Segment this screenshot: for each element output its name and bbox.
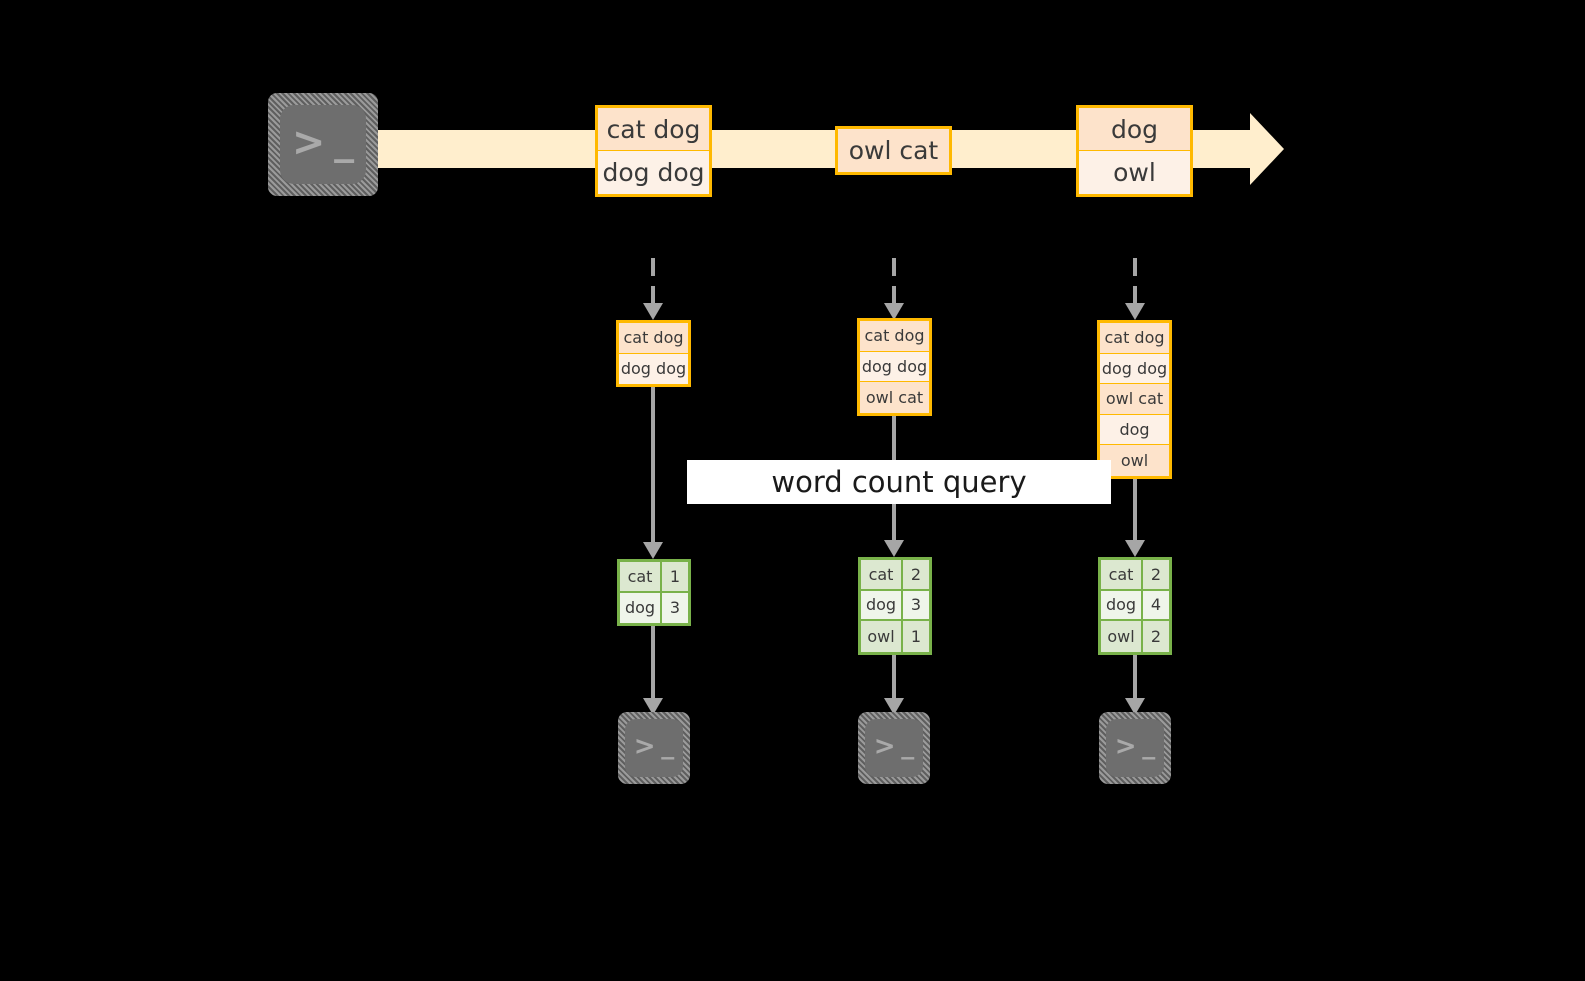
- logged-event[interactable]: dog: [1100, 414, 1169, 445]
- source-terminal-icon[interactable]: > _: [268, 93, 378, 196]
- prompt-chevron-glyph: >: [291, 119, 326, 166]
- result-word: cat: [861, 560, 903, 589]
- result-count: 3: [910, 595, 922, 615]
- result-count: 4: [1150, 595, 1162, 615]
- table-row[interactable]: cat 2: [861, 560, 929, 591]
- table-row[interactable]: dog 3: [861, 590, 929, 621]
- stream-event-group-2[interactable]: owl cat: [835, 126, 952, 175]
- table-row[interactable]: owl 1: [861, 621, 929, 652]
- terminal-screen: [865, 719, 923, 777]
- stream-event[interactable]: owl cat: [838, 129, 949, 172]
- snapshot-1-sink-connector: [635, 622, 671, 716]
- terminal-prompt: > _: [633, 730, 675, 762]
- logged-event[interactable]: cat dog: [1100, 323, 1169, 354]
- logged-event[interactable]: dog dog: [1100, 353, 1169, 384]
- stream-event-group-3[interactable]: dog owl: [1076, 105, 1193, 197]
- terminal-prompt: > _: [291, 117, 355, 166]
- terminal-screen: [625, 719, 683, 777]
- snapshot-1-result-table[interactable]: cat 1 dog 3: [617, 559, 691, 626]
- snapshot-3-event-log[interactable]: cat dog dog dog owl cat dog owl: [1097, 320, 1172, 479]
- table-row[interactable]: cat 1: [620, 562, 688, 593]
- table-row[interactable]: owl 2: [1101, 621, 1169, 652]
- query-banner-label: word count query: [771, 465, 1027, 499]
- prompt-underscore-glyph: _: [901, 730, 915, 761]
- result-count: 1: [910, 626, 922, 646]
- table-row[interactable]: cat 2: [1101, 560, 1169, 591]
- result-word: cat: [620, 562, 662, 591]
- table-row[interactable]: dog 3: [620, 592, 688, 623]
- query-banner: word count query: [687, 460, 1111, 504]
- logged-event[interactable]: owl cat: [1100, 384, 1169, 415]
- stream-to-snapshot-connector: [635, 258, 671, 320]
- result-word: owl: [861, 621, 903, 652]
- prompt-underscore-glyph: _: [661, 730, 675, 761]
- snapshot-2-sink-connector: [876, 651, 912, 716]
- event-stream-arrowhead: [1250, 113, 1284, 185]
- result-word: dog: [620, 592, 662, 623]
- snapshot-1-event-log[interactable]: cat dog dog dog: [616, 320, 691, 387]
- result-count: 1: [669, 566, 681, 586]
- snapshot-3-result-table[interactable]: cat 2 dog 4 owl 2: [1098, 557, 1172, 655]
- snapshot-1-sink-terminal-icon[interactable]: > _: [618, 712, 690, 784]
- result-count: 3: [669, 598, 681, 618]
- stream-event[interactable]: dog dog: [598, 151, 709, 194]
- result-word: dog: [1101, 590, 1143, 619]
- snapshot-2-result-table[interactable]: cat 2 dog 3 owl 1: [858, 557, 932, 655]
- prompt-underscore-glyph: _: [334, 117, 355, 164]
- terminal-prompt: > _: [1114, 730, 1156, 762]
- snapshot-2-sink-terminal-icon[interactable]: > _: [858, 712, 930, 784]
- stream-event[interactable]: cat dog: [598, 108, 709, 151]
- terminal-screen: [280, 105, 366, 184]
- result-count: 2: [910, 564, 922, 584]
- stream-to-snapshot-connector: [1117, 258, 1153, 320]
- snapshot-3-query-connector: [1117, 478, 1153, 558]
- prompt-chevron-glyph: >: [873, 731, 896, 762]
- result-word: cat: [1101, 560, 1143, 589]
- snapshot-3-sink-terminal-icon[interactable]: > _: [1099, 712, 1171, 784]
- stream-to-snapshot-connector: [876, 258, 912, 320]
- result-word: owl: [1101, 621, 1143, 652]
- prompt-underscore-glyph: _: [1142, 730, 1156, 761]
- result-count: 2: [1150, 626, 1162, 646]
- snapshot-1-query-connector: [635, 387, 671, 559]
- logged-event[interactable]: cat dog: [860, 321, 929, 352]
- logged-event[interactable]: owl cat: [860, 382, 929, 413]
- stream-event[interactable]: owl: [1079, 151, 1190, 194]
- logged-event[interactable]: dog dog: [860, 351, 929, 382]
- terminal-prompt: > _: [873, 730, 915, 762]
- result-count: 2: [1150, 564, 1162, 584]
- stream-event[interactable]: dog: [1079, 108, 1190, 151]
- logged-event[interactable]: owl: [1100, 445, 1169, 476]
- result-word: dog: [861, 590, 903, 619]
- prompt-chevron-glyph: >: [1114, 731, 1137, 762]
- logged-event[interactable]: dog dog: [619, 353, 688, 384]
- snapshot-3-sink-connector: [1117, 651, 1153, 716]
- terminal-screen: [1106, 719, 1164, 777]
- stream-event-group-1[interactable]: cat dog dog dog: [595, 105, 712, 197]
- prompt-chevron-glyph: >: [633, 731, 656, 762]
- table-row[interactable]: dog 4: [1101, 590, 1169, 621]
- logged-event[interactable]: cat dog: [619, 323, 688, 354]
- snapshot-2-event-log[interactable]: cat dog dog dog owl cat: [857, 318, 932, 416]
